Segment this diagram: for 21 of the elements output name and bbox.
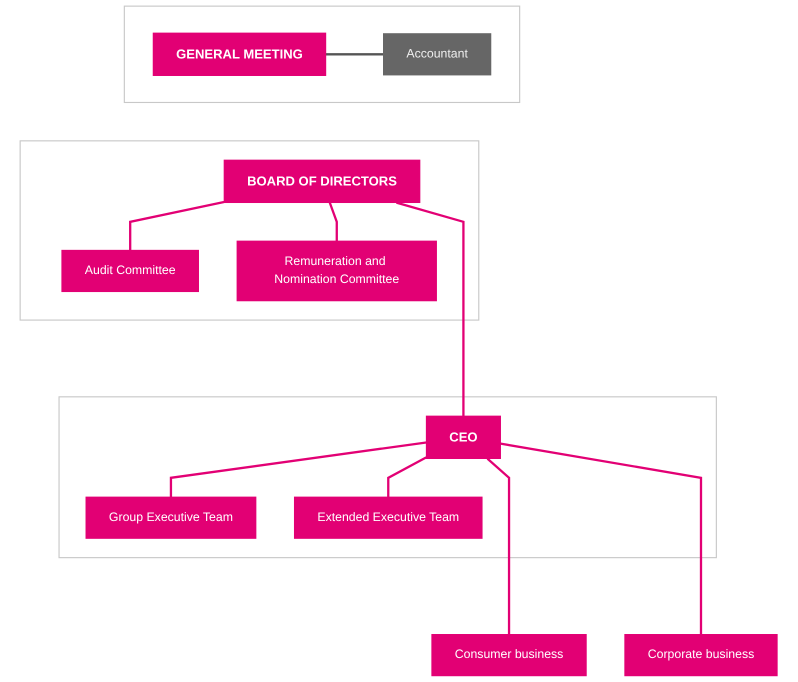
node-box: Audit Committee xyxy=(62,250,200,292)
connector xyxy=(328,202,338,242)
connector xyxy=(326,53,384,56)
node-box: Group Executive Team xyxy=(86,496,257,539)
connector xyxy=(129,200,225,250)
node-box: BOARD OF DIRECTORS xyxy=(224,160,421,204)
connector xyxy=(486,458,510,634)
connector xyxy=(387,456,428,497)
node-box: Extended Executive Team xyxy=(294,496,483,539)
connector xyxy=(500,442,702,634)
node-box: Consumer business xyxy=(432,634,587,676)
node-box: Remuneration and Nomination Committee xyxy=(236,240,438,302)
connector xyxy=(170,441,427,497)
cluster xyxy=(58,396,718,558)
connector xyxy=(396,202,465,416)
cluster xyxy=(20,140,480,321)
node-box: Accountant xyxy=(383,33,492,76)
cluster xyxy=(124,6,521,104)
node-box: GENERAL MEETING xyxy=(153,32,326,76)
node-box: Corporate business xyxy=(624,634,778,676)
node-box: CEO xyxy=(426,416,502,459)
